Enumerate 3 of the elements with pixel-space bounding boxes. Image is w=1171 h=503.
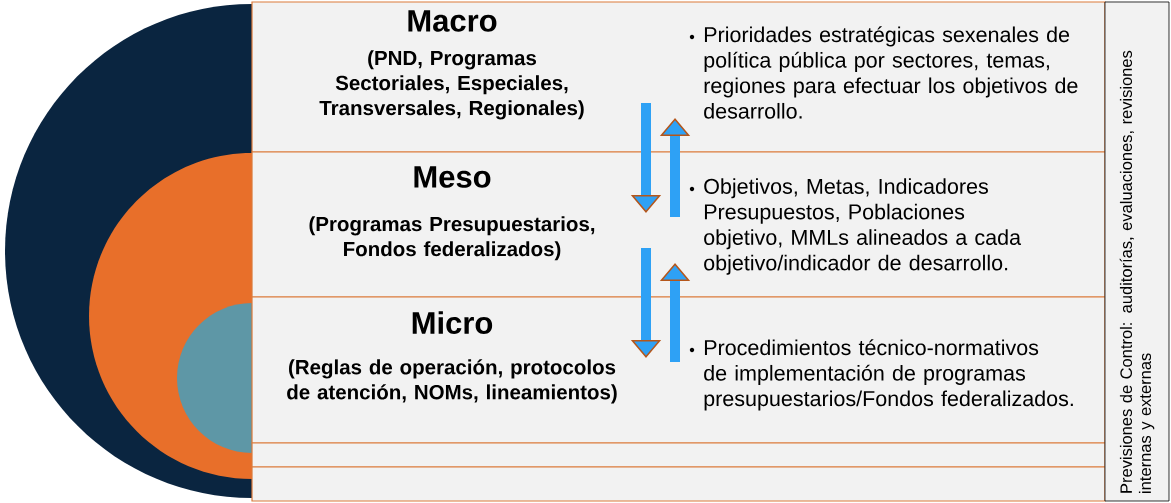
empty-band (251, 442, 1106, 468)
side-panel: Previsiones de Control: auditorías, evaluaciones, revisiones internas y externas (1104, 1, 1170, 502)
empty-band (251, 466, 1106, 502)
